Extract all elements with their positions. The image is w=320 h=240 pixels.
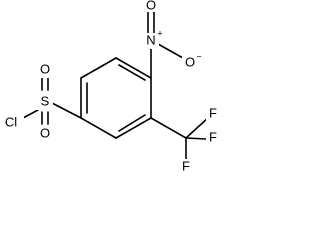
sulfonyl-o-top-label: O (40, 61, 50, 76)
ring-double-bond-2 (118, 114, 146, 132)
nitro-o-top-label: O (146, 0, 156, 12)
sulfonyl-chloride-group: S O O Cl (0, 61, 82, 142)
molecule-drawing: N + O O − S O O Cl (0, 0, 220, 175)
benzene-ring (80, 57, 152, 139)
nitro-group: N + O O − (143, 0, 202, 79)
ring-bond-1 (115, 57, 152, 79)
ring-bond-3 (115, 117, 152, 139)
nitro-n-o-single-bond (157, 43, 184, 59)
fluorine-3-label: F (182, 158, 190, 173)
sulfonyl-o-bottom-label: O (40, 125, 50, 140)
sulfur-label: S (41, 93, 50, 108)
fluorine-2-label: F (209, 129, 217, 144)
ring-to-sulfur-bond (51, 102, 82, 119)
ring-double-bond-1 (118, 64, 146, 81)
cf3-f2-bond (185, 137, 207, 140)
nitro-o-charge: − (196, 51, 201, 61)
nitro-n-label: N (146, 32, 155, 47)
chlorine-label: Cl (5, 114, 17, 129)
nitro-n-charge: + (157, 28, 162, 38)
nitro-o-minus-label: O (185, 54, 195, 69)
fluorine-1-label: F (209, 105, 217, 120)
sulfur-chlorine-bond (22, 109, 39, 119)
ring-bond-6 (80, 57, 117, 79)
trifluoromethyl-group: F F F (150, 105, 220, 175)
ring-to-cf3-bond (150, 117, 187, 139)
ring-bond-4 (80, 117, 117, 139)
structure-diagram: N + O O − S O O Cl (0, 0, 220, 175)
cf3-f1-bond (185, 116, 210, 139)
